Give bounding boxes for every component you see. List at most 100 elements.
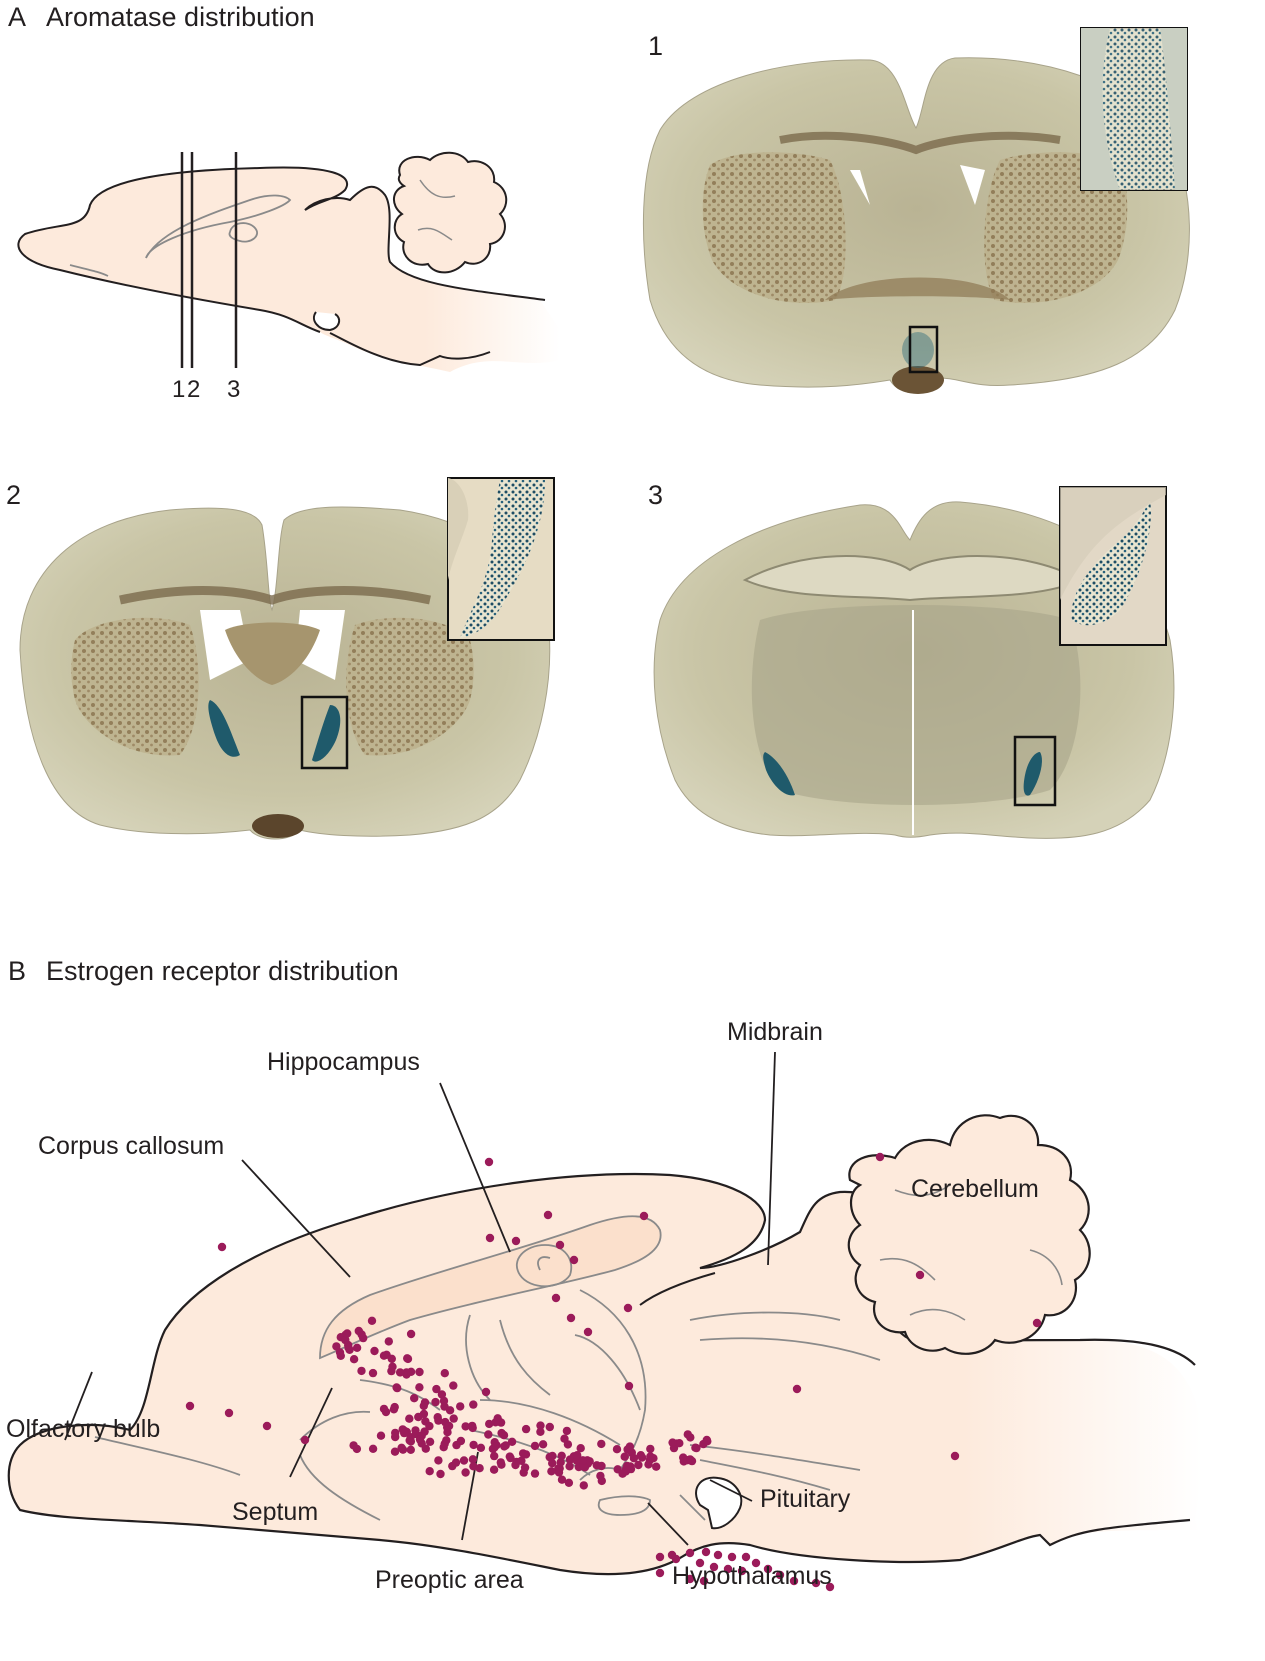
receptor-dot [579, 1461, 588, 1470]
receptor-dot [490, 1438, 499, 1447]
receptor-dot [636, 1451, 645, 1460]
receptor-dot [519, 1468, 528, 1477]
receptor-dot [499, 1431, 509, 1440]
receptor-dot [432, 1384, 441, 1394]
receptor-dot [343, 1329, 352, 1338]
receptor-dot [400, 1426, 409, 1436]
receptor-dot [442, 1436, 451, 1445]
receptor-dot [548, 1451, 557, 1461]
receptor-dot [672, 1439, 681, 1448]
label-hypothalamus: Hypothalamus [672, 1562, 832, 1590]
label-cerebellum: Cerebellum [911, 1175, 1039, 1203]
receptor-dot [262, 1421, 272, 1431]
receptor-dot [585, 1457, 594, 1466]
receptor-dot [391, 1432, 400, 1442]
receptor-dot [414, 1412, 423, 1422]
receptor-dot [451, 1458, 461, 1467]
receptor-dot [461, 1468, 470, 1477]
receptor-dot [420, 1398, 430, 1407]
receptor-dot [501, 1441, 510, 1450]
receptor-dot [421, 1417, 430, 1426]
receptor-dot [475, 1464, 484, 1473]
receptor-dot [915, 1270, 925, 1280]
receptor-dot [376, 1431, 386, 1440]
receptor-dot [511, 1460, 520, 1470]
receptor-dot [352, 1444, 362, 1454]
receptor-dot [485, 1233, 495, 1243]
receptor-dot [496, 1418, 506, 1427]
receptor-dot [332, 1342, 341, 1351]
receptor-dot [507, 1437, 517, 1447]
panel-b-title: Estrogen receptor distribution [46, 956, 399, 986]
receptor-dot [417, 1439, 426, 1448]
receptor-dot [629, 1454, 639, 1463]
receptor-dot [618, 1469, 627, 1478]
receptor-dot [521, 1450, 531, 1459]
panel-a-letter: A [8, 2, 27, 32]
receptor-dot [417, 1431, 426, 1440]
receptor-dot [357, 1366, 366, 1376]
receptor-dot [425, 1421, 434, 1431]
receptor-dot [625, 1442, 635, 1451]
receptor-dot [431, 1397, 440, 1407]
receptor-dot [560, 1434, 569, 1443]
receptor-dot [517, 1456, 526, 1466]
receptor-dot [579, 1481, 588, 1490]
receptor-dot [406, 1445, 415, 1455]
receptor-dot [484, 1430, 493, 1439]
receptor-dot [622, 1461, 632, 1471]
receptor-dot [411, 1426, 420, 1435]
receptor-dot [379, 1351, 389, 1360]
receptor-dot [456, 1436, 466, 1446]
receptor-dot [490, 1451, 499, 1461]
receptor-dot [613, 1465, 622, 1474]
receptor-dot [683, 1430, 692, 1439]
receptor-dot [562, 1426, 572, 1436]
receptor-dot [357, 1330, 366, 1339]
receptor-dot [300, 1435, 310, 1445]
receptor-dot [440, 1369, 449, 1378]
receptor-dot [702, 1435, 711, 1445]
receptor-dot [440, 1402, 449, 1411]
receptor-dot [576, 1444, 585, 1453]
label-septum: Septum [232, 1498, 319, 1526]
receptor-dot [521, 1424, 531, 1434]
receptor-dot [379, 1404, 389, 1414]
receptor-dot [626, 1462, 635, 1471]
section-tick-3: 3 [227, 376, 241, 403]
receptor-dot [583, 1459, 592, 1468]
receptor-dot [393, 1383, 402, 1393]
receptor-dot [402, 1368, 411, 1377]
receptor-dot [419, 1401, 428, 1411]
receptor-dot [456, 1402, 465, 1411]
coronal-section-2 [19, 506, 551, 840]
label-midbrain: Midbrain [727, 1018, 823, 1046]
receptor-dot [551, 1293, 561, 1303]
small-brain [17, 151, 560, 372]
receptor-dot [405, 1436, 414, 1445]
receptor-dot [554, 1464, 563, 1473]
receptor-dot [415, 1383, 424, 1392]
receptor-dot [530, 1469, 540, 1478]
receptor-dot [402, 1427, 411, 1437]
receptor-dot [441, 1417, 450, 1427]
receptor-dot [420, 1427, 429, 1436]
receptor-dot [692, 1443, 701, 1453]
receptor-dot [564, 1478, 574, 1488]
receptor-dot [352, 1343, 362, 1353]
inset-1 [1080, 27, 1188, 191]
receptor-dot [469, 1462, 478, 1471]
receptor-dot [536, 1427, 545, 1437]
receptor-dot [652, 1462, 661, 1471]
receptor-dot [675, 1439, 684, 1448]
receptor-dot [388, 1362, 397, 1371]
receptor-dot [612, 1445, 622, 1454]
section-label-2: 2 [6, 480, 22, 510]
receptor-dot [686, 1433, 695, 1442]
receptor-dot [497, 1460, 506, 1469]
receptor-dot [387, 1354, 396, 1364]
receptor-dot [679, 1453, 688, 1462]
receptor-dot [391, 1428, 400, 1438]
receptor-dot [554, 1464, 563, 1474]
